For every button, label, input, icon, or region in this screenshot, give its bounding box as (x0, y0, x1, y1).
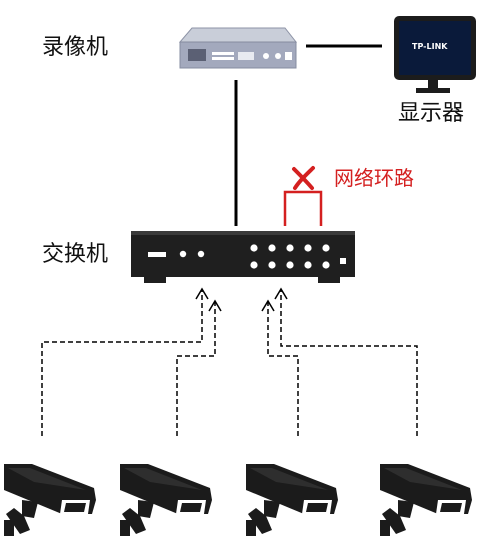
red-x-icon (292, 166, 315, 190)
monitor-label: 显示器 (398, 101, 465, 126)
camera-3-icon (246, 464, 338, 536)
loop-cable (283, 190, 323, 226)
recorder-label: 录像机 (42, 35, 109, 60)
recorder-icon (178, 27, 298, 69)
camera-3-link (267, 302, 299, 436)
switch-label: 交换机 (42, 242, 109, 267)
camera-2-link (176, 302, 216, 436)
monitor-icon (394, 16, 476, 93)
loop-label: 网络环路 (334, 166, 414, 190)
camera-4-link (280, 290, 418, 436)
camera-4-icon (380, 464, 472, 536)
monitor-brand: TP-LINK (412, 42, 448, 51)
camera-2-arrowhead (208, 299, 222, 312)
camera-2-icon (120, 464, 212, 536)
camera-4-arrowhead (274, 287, 288, 300)
switch-icon (131, 231, 355, 283)
camera-1-link (41, 290, 203, 436)
camera-1-icon (4, 464, 96, 536)
camera-3-arrowhead (261, 299, 275, 312)
camera-1-arrowhead (195, 287, 209, 300)
